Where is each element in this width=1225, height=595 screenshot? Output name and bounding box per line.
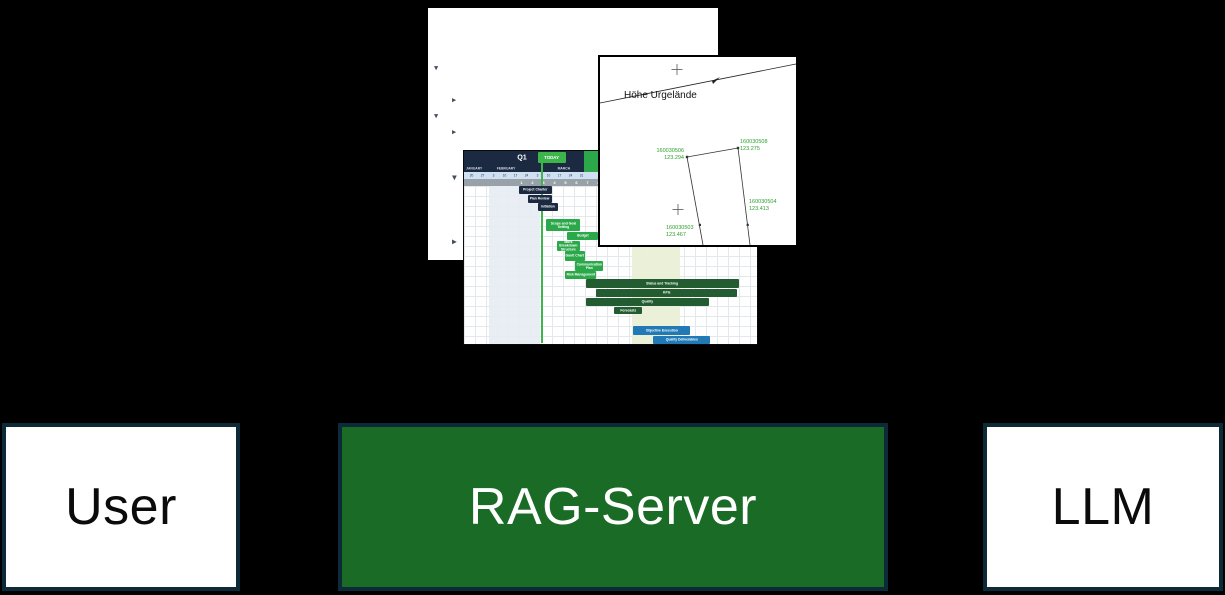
- gantt-bar: Work Breakdown Structure: [557, 241, 580, 251]
- drawing-title: Höhe Urgelände: [624, 90, 697, 101]
- gantt-bar: KPIs: [596, 289, 737, 297]
- point-elev: 123.467: [666, 232, 686, 238]
- grid-cross-icon: [672, 204, 684, 215]
- line-direction-marker: [712, 77, 720, 84]
- point-id: 160030508: [740, 139, 768, 145]
- gantt-bar: Scope and Goal Setting: [546, 219, 580, 231]
- mongo-row: ▼properties : Object: [428, 108, 718, 124]
- point-id: 160030506: [656, 148, 684, 154]
- collapse-caret-icon[interactable]: ▼: [434, 112, 439, 120]
- quarter-label: Q1: [517, 153, 527, 162]
- llm-node: LLM: [983, 423, 1223, 591]
- expand-caret-icon[interactable]: ▶: [452, 96, 457, 104]
- survey-drawing: Höhe Urgelände 160030506 123.294 1600305…: [600, 63, 796, 245]
- gantt-bar: Budget: [567, 232, 598, 240]
- month-label: JANUARY: [465, 166, 483, 170]
- gantt-bar: Forecasts: [614, 307, 642, 314]
- survey-drawing-card: Höhe Urgelände 160030506 123.294 1600305…: [598, 55, 798, 247]
- mongo-row: ▶coordinates : Array (: [428, 92, 718, 108]
- gantt-bar: Communication Plan: [575, 261, 603, 271]
- gantt-bar: Plan Review: [528, 195, 552, 203]
- parcel-outline: [686, 147, 751, 245]
- rag-server-node: RAG-Server: [338, 423, 888, 591]
- grid-cross-icon: [671, 64, 683, 75]
- gantt-bar: Project Charter: [519, 186, 552, 194]
- llm-node-label: LLM: [1051, 478, 1155, 536]
- point-elev: 123.294: [664, 155, 684, 161]
- collapse-caret-icon[interactable]: ▼: [434, 64, 439, 72]
- expand-caret-icon[interactable]: ▶: [452, 237, 457, 246]
- month-label: MARCH: [557, 166, 571, 170]
- gantt-bar: Risk Management: [565, 271, 596, 279]
- terrain-line: [600, 63, 796, 104]
- gantt-bar: Gantt Chart: [565, 251, 585, 261]
- today-line: [541, 163, 543, 343]
- gantt-bar: Objective Execution: [633, 326, 690, 335]
- gantt-bar: Quality: [586, 298, 709, 306]
- mongo-row: ▼geometry : Object: [428, 60, 718, 76]
- point-id: 160030503: [666, 225, 694, 231]
- today-button[interactable]: TODAY: [538, 152, 566, 163]
- user-node-label: User: [65, 478, 177, 536]
- gantt-bar: Status and Tracking: [586, 279, 739, 288]
- gantt-bar: Quality Deliverables: [653, 336, 710, 344]
- gantt-bar: Initiation: [538, 203, 558, 211]
- mongo-row: ▶BBX : Object: [428, 124, 718, 140]
- mongo-row: _id: ObjectId('68e39e3648cffe0d2485aacc': [428, 12, 718, 28]
- survey-point-markers: [685, 146, 749, 226]
- gantt-shaded-band: [489, 186, 540, 344]
- month-label: FEBRUARY: [496, 166, 516, 170]
- expand-caret-icon[interactable]: ▶: [452, 128, 457, 136]
- mongo-row: type : "Feature": [428, 28, 718, 44]
- collapse-caret-icon[interactable]: ▼: [452, 173, 457, 182]
- point-elev: 123.413: [749, 206, 769, 212]
- point-id: 160030504: [749, 199, 777, 205]
- rag-server-node-label: RAG-Server: [468, 478, 758, 536]
- point-elev: 123.275: [740, 146, 760, 152]
- user-node: User: [2, 423, 240, 591]
